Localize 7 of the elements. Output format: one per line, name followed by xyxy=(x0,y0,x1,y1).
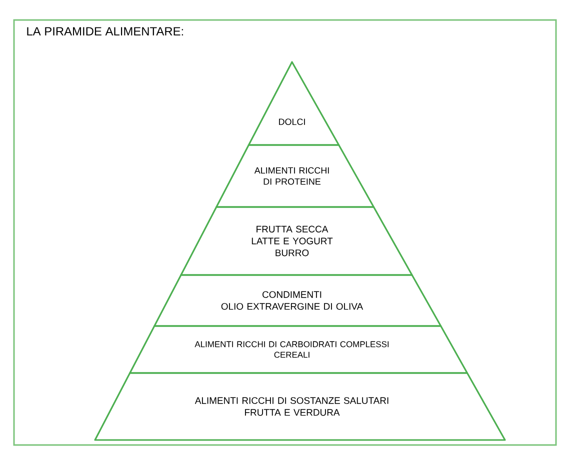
pyramid-level: CONDIMENTI OLIO EXTRAVERGINE DI OLIVA xyxy=(154,274,442,327)
pyramid-level: ALIMENTI RICCHI DI SOSTANZE SALUTARI FRUTTA E VERDURA xyxy=(94,372,506,441)
pyramid-level: FRUTTA SECCA LATTE E YOGURT BURRO xyxy=(180,206,413,276)
pyramid-level: ALIMENTI RICCHI DI PROTEINE xyxy=(216,144,374,208)
pyramid-level: ALIMENTI RICCHI DI CARBOIDRATI COMPLESSI CEREALI xyxy=(129,325,468,374)
title: LA PIRAMIDE ALIMENTARE: xyxy=(27,27,183,36)
pyramid-level: DOLCI xyxy=(248,61,340,146)
